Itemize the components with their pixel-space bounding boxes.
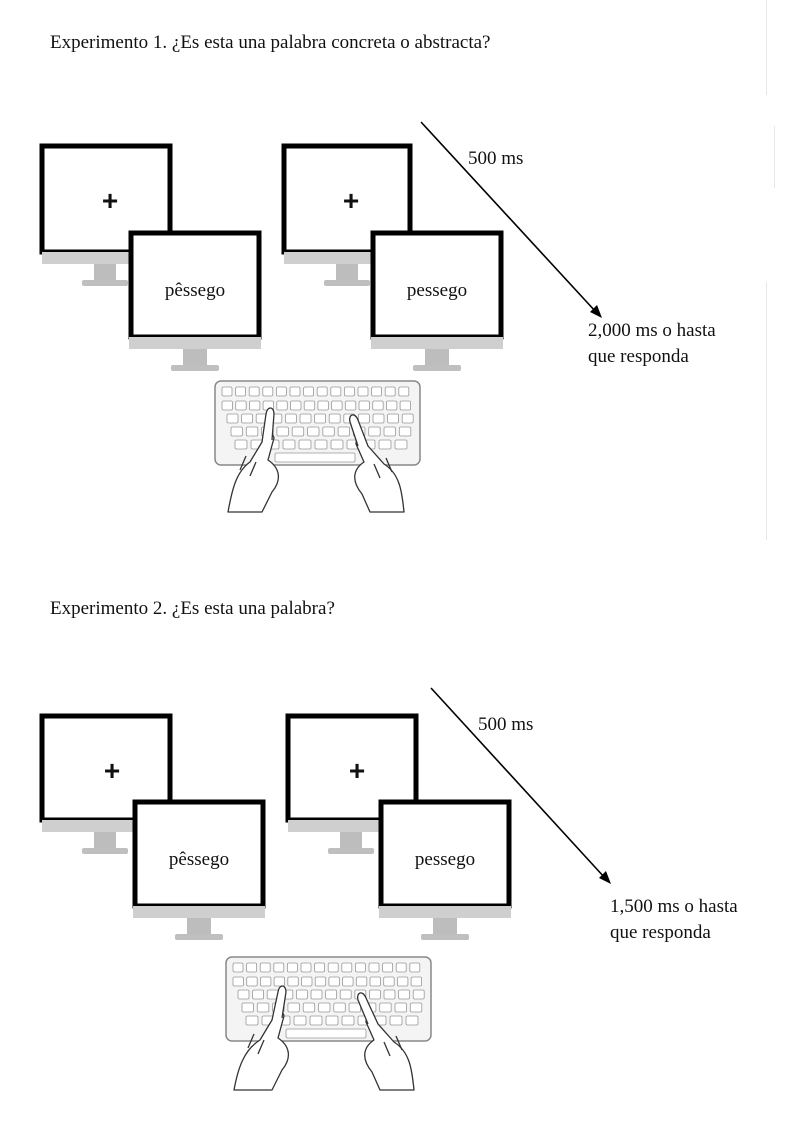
- experiment-2-illustration: [39, 687, 611, 1091]
- stimulus-word-accented: pêssego: [164, 280, 226, 301]
- monitor-icon: [370, 230, 504, 371]
- experiment-title: Experimento 1. ¿Es esta una palabra conc…: [50, 32, 491, 53]
- experiment-title: Experimento 2. ¿Es esta una palabra?: [50, 598, 335, 619]
- stimulus-word-plain: pessego: [414, 849, 476, 870]
- divider-line: [766, 0, 767, 95]
- response-duration-line1: 1,500 ms o hasta: [610, 896, 738, 917]
- monitor-icon: [132, 799, 266, 940]
- arrow-icon: [420, 121, 602, 318]
- stimulus-word-accented: pêssego: [168, 849, 230, 870]
- experiment-1-illustration: [39, 121, 602, 513]
- response-duration-line1: 2,000 ms o hasta: [588, 320, 716, 341]
- fixation-cross: +: [101, 185, 119, 216]
- hands-icon: [233, 985, 415, 1091]
- divider-line: [766, 282, 767, 540]
- divider-line: [774, 126, 775, 188]
- keyboard-icon: [214, 380, 421, 466]
- response-duration-line2: que responda: [588, 346, 689, 367]
- fixation-cross: +: [342, 185, 360, 216]
- monitor-icon: [378, 799, 512, 940]
- response-duration-line2: que responda: [610, 922, 711, 943]
- fixation-duration-label: 500 ms: [478, 714, 534, 735]
- monitor-icon: [128, 230, 262, 371]
- arrow-icon: [430, 687, 611, 884]
- fixation-cross: +: [348, 755, 366, 786]
- fixation-cross: +: [103, 755, 121, 786]
- fixation-duration-label: 500 ms: [468, 148, 524, 169]
- experiment-1-panel: Experimento 1. ¿Es esta una palabra conc…: [0, 0, 800, 560]
- experiment-2-panel: Experimento 2. ¿Es esta una palabra? + +…: [0, 570, 800, 1129]
- keyboard-icon: [225, 956, 432, 1042]
- monitor-icon: [285, 713, 419, 854]
- hands-icon: [227, 407, 405, 513]
- stimulus-word-plain: pessego: [406, 280, 468, 301]
